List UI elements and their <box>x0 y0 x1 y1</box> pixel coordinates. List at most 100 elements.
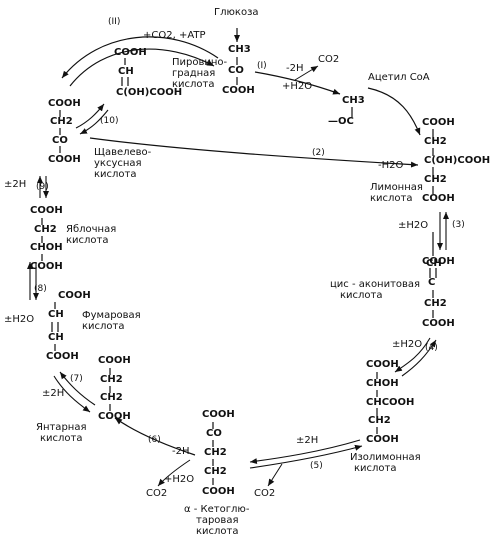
succinate-name-2: кислота <box>40 433 83 444</box>
pm-h2o-4: ±H2O <box>392 339 423 350</box>
aconitate-name-2: кислота <box>340 290 383 301</box>
pep-line-2: CH <box>118 66 134 77</box>
malate-line-2: CH2 <box>34 224 57 235</box>
co2-1: CO2 <box>318 54 340 65</box>
aconitate-line-3: CH <box>426 258 442 269</box>
isocitrate-line-5: COOH <box>366 434 399 445</box>
reaction-10-forward <box>75 103 105 129</box>
pep-line-1: COOH <box>114 47 147 58</box>
oxaloacetate-line-1: COOH <box>48 98 81 109</box>
reaction-6-arrow <box>114 417 196 456</box>
pyruvate-ch3: CH3 <box>228 44 251 55</box>
plus-h2o-6: +H2O <box>164 474 195 485</box>
malate-line-3: CHOH <box>30 242 63 253</box>
oxaloacetate-name-1: Щавелево- <box>94 147 152 158</box>
reaction-10-reverse <box>79 109 109 135</box>
reaction-8-label: (8) <box>34 284 47 294</box>
reaction-11-label: (II) <box>108 17 121 27</box>
co2-5: CO2 <box>254 488 276 499</box>
pm-2h-7: ±2H <box>42 388 65 399</box>
pm-2h-9: ±2H <box>4 179 27 190</box>
malate-line-1: COOH <box>30 205 63 216</box>
malate-line-4: COOH <box>30 261 63 272</box>
oxaloacetate-name-3: кислота <box>94 169 137 180</box>
malate-name-1: Яблочная <box>66 224 117 235</box>
reaction-5-forward <box>249 439 361 465</box>
succinate-line-1: COOH <box>98 355 131 366</box>
succinate-line-3: CH2 <box>100 392 123 403</box>
reaction-6-label: (6) <box>148 435 161 445</box>
citrate-name-2: кислота <box>370 193 413 204</box>
acetyl-ch3: CH3 <box>342 95 365 106</box>
reaction-1-label: (I) <box>257 61 267 71</box>
fumarate-line-3: CH <box>48 332 64 343</box>
fumarate-line-4: COOH <box>46 351 79 362</box>
reaction-5-reverse <box>249 444 363 469</box>
reaction-11-forward <box>61 36 219 79</box>
reaction-9-label: (9) <box>36 182 49 192</box>
isocitrate-name-1: Изолимонная <box>350 452 421 463</box>
co2-6: CO2 <box>146 488 168 499</box>
ketoglutarate-name-2: таровая <box>196 515 239 526</box>
fumarate-line-2: CH <box>48 309 64 320</box>
citrate-line-2: CH2 <box>424 136 447 147</box>
isocitrate-line-2: CHOH <box>366 378 399 389</box>
pyruvate-name-3: кислота <box>172 79 215 90</box>
reaction-1-arrow <box>254 71 341 95</box>
isocitrate-line-3: CHCOOH <box>366 397 415 408</box>
reaction-2-arrow <box>89 137 419 168</box>
isocitrate-line-1: COOH <box>366 359 399 370</box>
aconitate-name-1: цис - аконитовая <box>330 279 421 290</box>
acetyl-coa-label: Ацетил СоА <box>368 72 430 83</box>
ketoglutarate-line-1: COOH <box>202 409 235 420</box>
reaction-7-reverse <box>53 375 91 413</box>
reaction-2-label: (2) <box>312 148 325 158</box>
fumarate-name-1: Фумаровая <box>82 310 141 321</box>
acetyl-to-citrate-arrow <box>367 87 421 136</box>
isocitrate-line-4: CH2 <box>368 415 391 426</box>
ketoglutarate-line-3: CH2 <box>204 447 227 458</box>
reaction-11-reverse <box>69 48 215 87</box>
citrate-line-5: COOH <box>422 193 455 204</box>
co2-atp-label: +CO2, +ATP <box>143 30 206 41</box>
reaction-4-label: (4) <box>425 343 438 353</box>
co2-release-5 <box>267 463 283 487</box>
plus-h2o-1: +H2O <box>282 81 313 92</box>
reaction-4-reverse <box>401 339 437 377</box>
succinate-line-2: CH2 <box>100 374 123 385</box>
ketoglutarate-name-1: α - Кетоглю- <box>184 504 250 515</box>
reaction-7-forward <box>59 371 96 406</box>
citrate-line-4: CH2 <box>424 174 447 185</box>
pm-2h-5: ±2H <box>296 435 319 446</box>
aconitate-line-2: C <box>428 277 436 288</box>
reaction-7-label: (7) <box>70 374 83 384</box>
co2-release-6 <box>157 459 191 487</box>
glucose-label: Глюкоза <box>214 7 259 18</box>
acetyl-oc: —OC <box>328 116 354 127</box>
aconitate-line-1: COOH <box>422 256 455 267</box>
pyruvate-name-1: Пировино- <box>172 57 228 68</box>
oxaloacetate-line-4: COOH <box>48 154 81 165</box>
minus-2h-1: -2H <box>286 63 304 74</box>
aconitate-line-5: COOH <box>422 318 455 329</box>
reaction-3-label: (3) <box>452 220 465 230</box>
oxaloacetate-line-2: CH2 <box>50 116 73 127</box>
pep-line-3: C(OH)COOH <box>116 87 183 98</box>
co2-release-arrow <box>294 65 319 81</box>
reaction-5-label: (5) <box>310 461 323 471</box>
succinate-line-4: COOH <box>98 411 131 422</box>
aconitate-line-4: CH2 <box>424 298 447 309</box>
fumarate-line-1: COOH <box>58 290 91 301</box>
citrate-line-3: C(OH)COOH <box>424 155 491 166</box>
pyruvate-name-2: градная <box>172 68 216 79</box>
minus-h2o-2: -H2O <box>378 160 404 171</box>
citrate-line-1: COOH <box>422 117 455 128</box>
reaction-4-forward <box>394 337 431 373</box>
oxaloacetate-name-2: уксусная <box>94 158 142 169</box>
pyruvate-co: CO <box>228 65 244 76</box>
isocitrate-name-2: кислота <box>354 463 397 474</box>
malate-name-2: кислота <box>66 235 109 246</box>
succinate-name-1: Янтарная <box>36 422 87 433</box>
ketoglutarate-line-4: CH2 <box>204 466 227 477</box>
